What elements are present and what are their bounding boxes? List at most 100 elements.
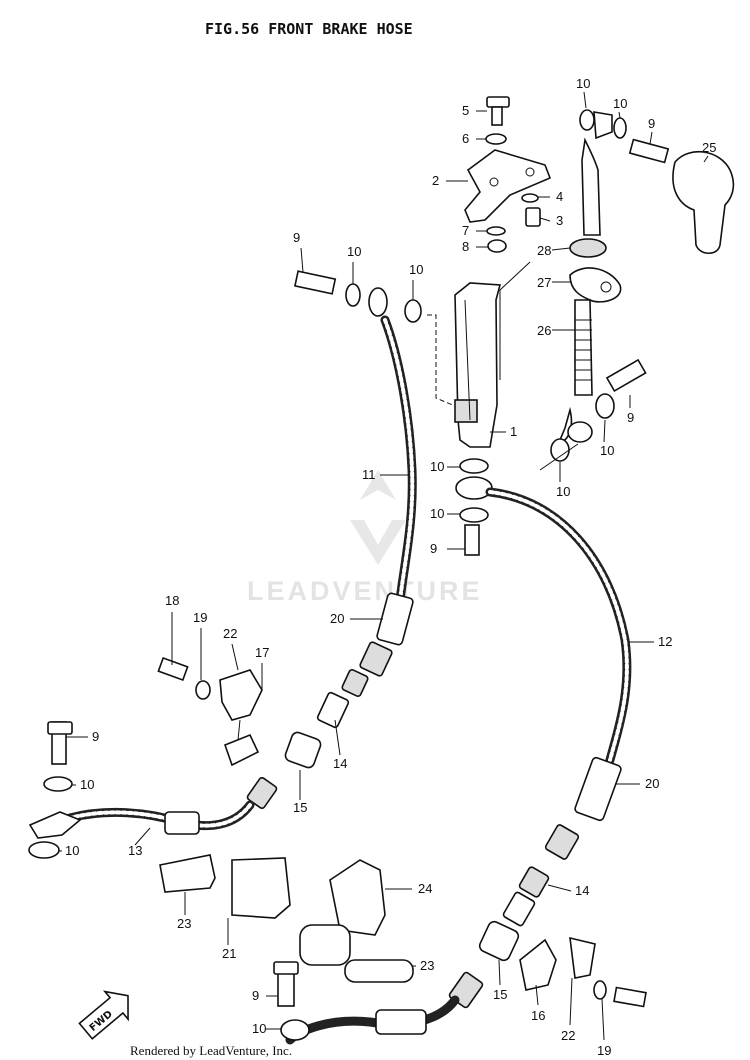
right-hose-joints: [448, 824, 580, 1009]
part-8-washer: [487, 239, 507, 253]
callout-leader: [300, 247, 304, 273]
callout-10: 10: [252, 1021, 266, 1036]
part-24-bracket: [329, 859, 386, 936]
callout-6: 6: [462, 131, 469, 146]
callout-9: 9: [293, 230, 300, 245]
hose-13-sleeve: [164, 811, 200, 835]
callout-10: 10: [430, 459, 444, 474]
callout-leader: [231, 643, 239, 671]
part-28-washer: [569, 238, 607, 258]
callout-25: 25: [702, 140, 716, 155]
part-17-clip: [223, 733, 260, 767]
callout-leader: [618, 111, 621, 119]
callout-leader: [535, 984, 539, 1006]
washer-10-upper-mid: [404, 299, 422, 323]
part-22-clamp-lower: [569, 936, 596, 979]
callout-leader: [601, 998, 605, 1041]
washer-10-right: [595, 393, 615, 419]
callout-22: 22: [223, 626, 237, 641]
callout-9: 9: [430, 541, 437, 556]
figure-title: FIG.56 FRONT BRAKE HOSE: [205, 20, 413, 38]
callout-leader: [539, 217, 551, 222]
callout-leader: [547, 884, 572, 892]
callout-15: 15: [293, 800, 307, 815]
part-7-washer: [486, 226, 506, 236]
hose-11: [380, 315, 417, 605]
callout-13: 13: [128, 843, 142, 858]
callout-leader: [649, 131, 653, 145]
callout-18: 18: [165, 593, 179, 608]
callout-1: 1: [510, 424, 517, 439]
callout-leader: [334, 719, 341, 756]
part-21-clamp: [231, 857, 291, 919]
callout-leader: [498, 959, 501, 986]
callout-12: 12: [658, 634, 672, 649]
callout-14: 14: [575, 883, 589, 898]
callout-14: 14: [333, 756, 347, 771]
part-26-hose-joint: [574, 299, 593, 396]
hose-12: [485, 487, 632, 765]
part-23-grommet-mid: [299, 924, 351, 966]
callout-9: 9: [252, 988, 259, 1003]
left-hose-joints: [246, 641, 393, 810]
callout-4: 4: [556, 189, 563, 204]
callout-2: 2: [432, 173, 439, 188]
callout-19: 19: [193, 610, 207, 625]
callout-11: 11: [362, 467, 376, 482]
footer-credit: Rendered by LeadVenture, Inc.: [130, 1043, 292, 1058]
callout-10: 10: [613, 96, 627, 111]
part-27-clamp: [569, 267, 622, 303]
part-4-washer: [521, 193, 539, 203]
part-16-clip: [519, 938, 557, 991]
callout-leader: [551, 247, 571, 251]
callout-10: 10: [65, 843, 79, 858]
callout-10: 10: [430, 506, 444, 521]
part-5-bolt: [486, 96, 510, 126]
callout-23: 23: [177, 916, 191, 931]
callout-layer: 5624378101092528272691010191010101091112…: [59, 76, 716, 1058]
callout-leader: [703, 155, 709, 163]
washer-10-center-b: [459, 507, 489, 523]
callout-leader: [603, 419, 606, 443]
callout-9: 9: [627, 410, 634, 425]
callout-28: 28: [537, 243, 551, 258]
part-19-washer-lower: [593, 980, 607, 1000]
part-20-sleeve-right: [574, 756, 622, 822]
watermark: LEADVENTURE: [247, 470, 480, 606]
part-1-master-cylinder: [454, 282, 502, 448]
part-6-washer: [485, 133, 507, 145]
part-19-washer: [195, 680, 211, 700]
callout-23: 23: [420, 958, 434, 973]
callout-26: 26: [537, 323, 551, 338]
callout-10: 10: [347, 244, 361, 259]
callout-15: 15: [493, 987, 507, 1002]
fwd-arrow-icon: FWD: [78, 990, 129, 1040]
banjo-13-end: [28, 811, 82, 839]
washer-10-upper-left: [345, 283, 361, 307]
washer-10-bottom: [280, 1019, 310, 1041]
washer-10-lower-left: [28, 841, 60, 859]
part-25-cap: [672, 150, 735, 255]
upper-right-banjo: [579, 109, 670, 236]
part-22-clamp: [219, 669, 263, 721]
callout-5: 5: [462, 103, 469, 118]
callout-10: 10: [600, 443, 614, 458]
lower-sleeve: [375, 1009, 427, 1035]
callout-24: 24: [418, 881, 432, 896]
bolt-9-upper-left: [294, 270, 337, 295]
banjo-center: [455, 476, 493, 500]
callout-leader: [583, 91, 587, 109]
callout-9: 9: [92, 729, 99, 744]
callout-10: 10: [409, 262, 423, 277]
part-18-bolt-lower: [613, 986, 647, 1008]
callout-20: 20: [645, 776, 659, 791]
part-18-bolt: [157, 656, 189, 682]
callout-22: 22: [561, 1028, 575, 1043]
part-23-grommet-right: [344, 959, 414, 983]
leader-link: [539, 443, 579, 471]
callout-8: 8: [462, 239, 469, 254]
hose-lower: [285, 995, 460, 1045]
callout-leader: [569, 977, 573, 1026]
washer-10-center-a: [459, 458, 489, 474]
